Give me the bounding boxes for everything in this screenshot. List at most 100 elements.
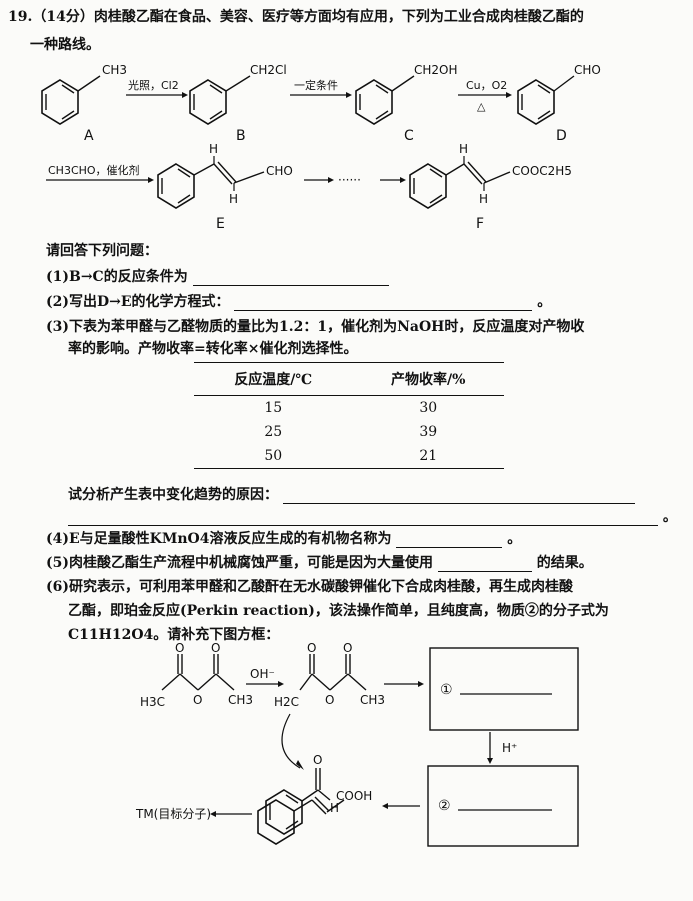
benzaldehyde-O: O <box>313 753 322 767</box>
arrow-3-condition: Cu，O2 <box>466 79 507 92</box>
compound-C-label: C <box>404 128 414 142</box>
question-5-text: (5)肉桂酸乙酯生产流程中机械腐蚀严重，可能是因为大量使用 <box>46 555 433 571</box>
arrow-3-heat: △ <box>477 100 486 113</box>
question-3-line1: (3)下表为苯甲醛与乙醛物质的量比为1.2：1，催化剂为NaOH时，反应温度对产… <box>46 319 585 335</box>
anhydride-CH3: CH3 <box>228 693 253 707</box>
question-5-end: 的结果。 <box>536 555 593 571</box>
benzaldehyde-H: H <box>330 801 339 815</box>
anhydride-O-right: O <box>211 641 220 655</box>
question-4: (4)E与足量酸性KMnO4溶液反应生成的有机物名称为 。 <box>46 528 521 548</box>
table-cell: 25 <box>264 424 283 440</box>
question-2-end: 。 <box>537 294 552 310</box>
compound-B-group: CH2Cl <box>250 63 287 77</box>
question-3-line2: 率的影响。产物收率=转化率×催化剂选择性。 <box>68 341 358 357</box>
compound-A-label: A <box>84 128 94 142</box>
hydroxide-arrow: OH⁻ <box>246 667 284 687</box>
yield-table: 反应温度/℃ 产物收率/% 15 30 25 39 50 21 <box>194 362 504 469</box>
question-title: 19.（14分）肉桂酸乙酯在食品、美容、医疗等方面均有应用，下列为工业合成肉桂酸… <box>8 9 584 25</box>
answer-box-1[interactable]: ① <box>429 647 579 731</box>
compound-D-label: D <box>556 128 567 142</box>
compound-A-group: CH3 <box>102 63 127 77</box>
question-2-answer-blank[interactable] <box>234 296 533 311</box>
question-5: (5)肉桂酸乙酯生产流程中机械腐蚀严重，可能是因为大量使用 的结果。 <box>46 552 593 572</box>
arrow-to-product <box>382 803 420 809</box>
cinnamic-acid: COOH <box>257 789 372 845</box>
anhydride-H3C: H3C <box>140 695 165 709</box>
table-row: 15 30 <box>194 396 504 421</box>
arrow-to-tm: TM(目标分子) <box>135 807 252 821</box>
questions-intro: 请回答下列问题： <box>46 243 158 259</box>
question-3-analysis: 试分析产生表中变化趋势的原因： <box>68 484 635 504</box>
enolate-intermediate: O O O H2C CH3 <box>274 641 385 770</box>
enolate-O-right: O <box>343 641 352 655</box>
synthesis-scheme-2: CH3CHO，催化剂 H H CHO E ······ H H <box>46 142 572 232</box>
compound-E: H H CHO E <box>157 142 293 232</box>
table-cell: 30 <box>419 400 438 416</box>
table-cell: 50 <box>194 444 353 469</box>
compound-E-label: E <box>216 216 225 232</box>
question-3-end: 。 <box>662 509 677 525</box>
compound-F-H-bottom: H <box>479 192 488 206</box>
anhydride-O-left: O <box>175 641 184 655</box>
enolate-CH3: CH3 <box>360 693 385 707</box>
question-6-line1: (6)研究表示，可利用苯甲醛和乙酸酐在无水碳酸钾催化下合成肉桂酸，再生成肉桂酸 <box>46 579 573 595</box>
table-header-yield: 产物收率/% <box>352 362 504 396</box>
compound-E-H-top: H <box>209 142 218 156</box>
compound-E-H-bottom: H <box>229 192 238 206</box>
table-cell: 21 <box>352 444 504 469</box>
acetic-anhydride: O O O H3C CH3 <box>140 641 253 709</box>
compound-C-group: CH2OH <box>414 63 458 77</box>
question-3-answer-blank-1[interactable] <box>282 489 635 504</box>
compound-F-group: COOC2H5 <box>512 164 572 178</box>
question-2: (2)写出D→E的化学方程式： 。 <box>46 291 551 311</box>
arrow-to-box1 <box>384 681 424 687</box>
question-6-line2: 乙酯，即珀金反应(Perkin reaction)，该法操作简单，且纯度高，物质… <box>68 603 609 619</box>
arrow-4: CH3CHO，催化剂 <box>46 163 154 183</box>
question-1-answer-blank[interactable] <box>192 271 389 286</box>
product-group: COOH <box>336 789 372 803</box>
question-3-analysis-cont: 。 <box>68 506 677 526</box>
arrow-1-condition: 光照，Cl2 <box>128 78 179 92</box>
arrow-5: ······ <box>304 173 406 187</box>
compound-B-label: B <box>236 128 246 142</box>
question-1-text: (1)B→C的反应条件为 <box>46 269 188 285</box>
benzaldehyde: O H <box>265 753 339 835</box>
hydroxide-reagent: OH⁻ <box>250 667 275 681</box>
question-3-analysis-text: 试分析产生表中变化趋势的原因： <box>68 487 278 503</box>
enolate-H2C: H2C <box>274 695 299 709</box>
arrow-3: Cu，O2 △ <box>458 79 512 113</box>
question-6-line3: C11H12O4。请补充下图方框： <box>68 627 280 643</box>
enolate-O-left: O <box>307 641 316 655</box>
question-title-cont: 一种路线。 <box>30 37 100 53</box>
compound-F-H-top: H <box>459 142 468 156</box>
perkin-scheme: O O O H3C CH3 OH⁻ O O O H2C CH3 O <box>135 641 579 847</box>
answer-box-2[interactable]: ② <box>427 765 579 847</box>
arrow-2-condition: 一定条件 <box>294 78 338 92</box>
compound-F: H H COOC2H5 F <box>409 142 572 232</box>
arrow-2: 一定条件 <box>290 78 352 98</box>
compound-D-group: CHO <box>574 63 601 77</box>
enolate-O-bridge: O <box>325 693 334 707</box>
target-molecule-label: TM(目标分子) <box>135 807 211 821</box>
question-3-answer-blank-2[interactable] <box>68 511 658 526</box>
question-4-text: (4)E与足量酸性KMnO4溶液反应生成的有机物名称为 <box>46 531 392 547</box>
box-1-label: ① <box>440 682 453 698</box>
acid-arrow: H⁺ <box>487 732 517 764</box>
compound-D: CHO D <box>517 63 601 142</box>
table-row: 25 39 <box>194 420 504 444</box>
question-4-answer-blank[interactable] <box>396 533 503 548</box>
question-5-answer-blank[interactable] <box>437 557 532 572</box>
table-cell: 39 <box>419 424 438 440</box>
anhydride-O-bridge: O <box>193 693 202 707</box>
compound-C: CH2OH C <box>355 63 458 142</box>
question-1: (1)B→C的反应条件为 <box>46 266 389 286</box>
arrow-5-dots: ······ <box>338 173 361 187</box>
question-4-end: 。 <box>507 531 522 547</box>
table-row: 50 21 <box>194 444 504 469</box>
compound-B: CH2Cl B <box>189 63 287 142</box>
compound-A: CH3 A <box>41 63 127 142</box>
arrow-1: 光照，Cl2 <box>126 78 188 98</box>
compound-F-label: F <box>476 216 484 232</box>
table-cell: 15 <box>264 400 283 416</box>
acid-reagent: H⁺ <box>502 741 517 755</box>
